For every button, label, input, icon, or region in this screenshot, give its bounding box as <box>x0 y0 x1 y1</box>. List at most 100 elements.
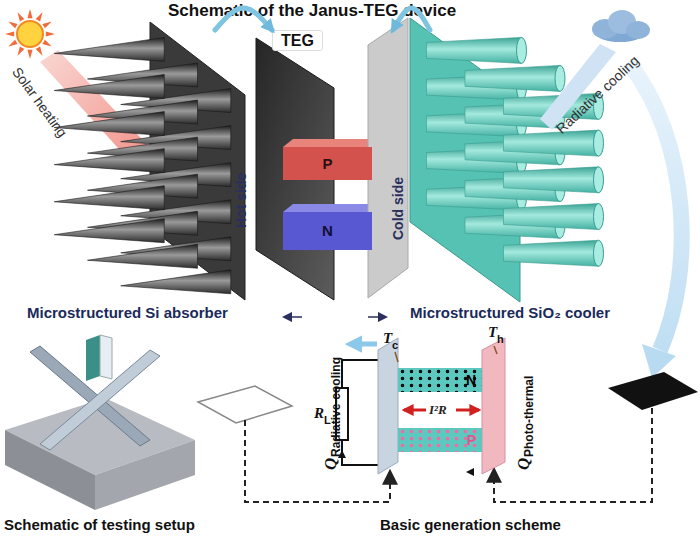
sun-ray <box>27 50 32 59</box>
sample-plate <box>86 335 100 381</box>
cloud <box>626 21 650 39</box>
pillar-body <box>465 65 560 91</box>
sun <box>17 21 43 47</box>
subscript: h <box>497 333 504 346</box>
cooler-pillar <box>504 130 604 156</box>
symbol: Q <box>321 458 341 470</box>
annotation: Radiative cooling <box>553 52 642 136</box>
cooler-pillar <box>504 240 604 266</box>
pillar-end <box>594 130 604 156</box>
absorber-panel: Microstructured Si absorber <box>15 30 250 322</box>
subscript: Photo-thermal <box>522 376 536 457</box>
symbol: Q <box>514 458 534 470</box>
heat-arrow <box>404 409 426 412</box>
cooler-pillar <box>504 204 604 230</box>
absorber-cone <box>54 149 164 173</box>
subscript: L <box>324 414 331 427</box>
sweep-arrow <box>628 62 682 350</box>
dashed-lead <box>245 420 390 502</box>
cooler-pillar <box>427 37 527 63</box>
absorber-cone <box>88 244 198 268</box>
node-text: Microstructured Si absorber <box>27 304 228 322</box>
pointer-line <box>395 352 398 362</box>
sun-ray <box>42 22 51 29</box>
annotation: Solar heating <box>9 64 70 140</box>
cold-plate <box>368 18 408 298</box>
test-block-side <box>95 440 195 510</box>
sample-plate <box>100 335 112 379</box>
sun-ray <box>27 9 32 18</box>
current-arrow <box>466 468 474 476</box>
node-text: TEG <box>272 30 323 51</box>
symbol: I²R <box>429 402 447 417</box>
heat-arrow <box>456 409 479 412</box>
cooler-pillar <box>465 65 565 91</box>
node-text: N <box>322 222 333 240</box>
p-leg-top <box>283 139 382 147</box>
subscript: c <box>392 339 398 352</box>
sun-ray <box>18 12 25 21</box>
sun-rays <box>5 9 55 59</box>
absorber-cone <box>121 270 231 294</box>
p-leg: P <box>283 147 372 180</box>
white-plate <box>198 386 292 423</box>
sun-ray <box>42 40 51 47</box>
hot-plate <box>482 338 505 474</box>
subscript: Radiative-cooling <box>329 357 343 457</box>
absorber-cone <box>54 186 164 210</box>
direction-arrow <box>368 316 386 318</box>
pillar-body <box>427 37 522 63</box>
n-leg-top <box>283 204 382 212</box>
pillar-body <box>504 130 599 156</box>
node-text: N <box>466 372 482 389</box>
pillar-body <box>504 204 599 230</box>
heat-transfer-arrow <box>215 8 272 30</box>
node-text: P <box>322 155 332 173</box>
absorber-cone <box>54 112 164 136</box>
panel-caption: Schematic of testing setup <box>4 516 195 533</box>
sun-ray <box>36 12 43 21</box>
pillar-end <box>594 240 604 266</box>
n-leg: N <box>283 212 372 250</box>
absorber-cone <box>54 219 164 243</box>
pillar-end <box>594 167 604 193</box>
sun-ray <box>5 31 14 36</box>
pillar-end <box>517 37 527 63</box>
p-leg: P <box>398 428 482 452</box>
pillar-end <box>594 204 604 230</box>
n-leg: N <box>398 368 482 392</box>
sun-ray <box>8 40 17 47</box>
symbol: R <box>314 405 324 422</box>
panel-caption: Basic generation scheme <box>380 516 561 533</box>
symbol: T <box>383 330 392 347</box>
black-plate <box>608 372 698 410</box>
sweep-arrow-head <box>642 344 676 378</box>
teg-module: TEG P N <box>252 30 408 305</box>
pillar-body <box>504 167 599 193</box>
dashed-lead <box>494 408 652 502</box>
absorber-cone <box>54 37 164 61</box>
direction-arrow <box>284 316 302 318</box>
symbol: T <box>488 324 497 341</box>
absorber-cones <box>54 37 231 293</box>
sun-ray <box>36 46 43 55</box>
sun-ray <box>18 46 25 55</box>
node-text: P <box>467 432 482 449</box>
sun-ray <box>46 31 55 36</box>
absorber-cone <box>54 75 164 99</box>
cooler-pillar <box>504 167 604 193</box>
title: Schematic of the Janus-TEG device <box>168 1 456 21</box>
pointer-line <box>494 346 497 354</box>
heat-transfer-arrow <box>393 8 430 30</box>
cold-plate <box>378 338 398 474</box>
heat-flow-arrow <box>350 342 377 347</box>
pillar-body <box>504 240 599 266</box>
node-text: Microstructured SiO₂ cooler <box>410 304 610 322</box>
cooler-panel: Microstructured SiO₂ cooler <box>410 30 695 322</box>
side-label: Hot side <box>233 173 249 228</box>
